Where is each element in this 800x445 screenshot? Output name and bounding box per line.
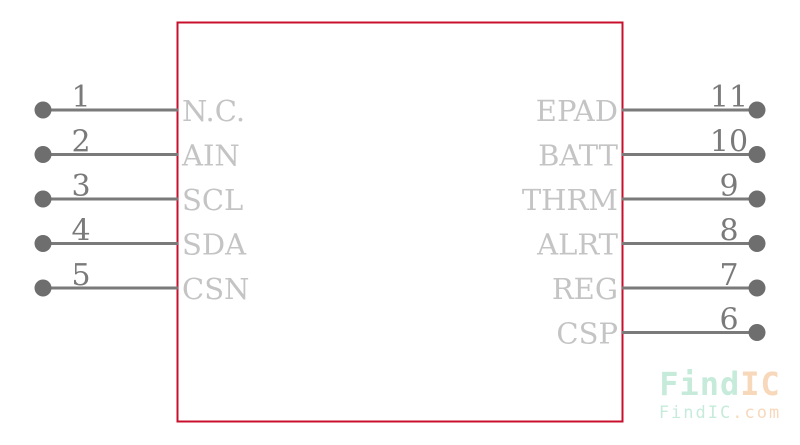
pin-11-number: 11: [710, 80, 748, 115]
pin-10-terminal: [748, 146, 766, 163]
pin-8-number: 8: [719, 214, 738, 249]
pin-10-number: 10: [710, 125, 748, 160]
pin-9-terminal: [748, 190, 766, 208]
pin-6-number: 6: [719, 303, 738, 338]
watermark-url-name: FindIC: [658, 403, 733, 423]
pin-5-number: 5: [71, 258, 90, 293]
pin-11-label: EPAD: [536, 94, 618, 128]
pin-2-number: 2: [71, 125, 90, 160]
pin-6-terminal: [748, 324, 766, 341]
pin-9-number: 9: [719, 169, 738, 204]
watermark-brand-find: Find: [659, 365, 741, 403]
pin-11-terminal: [748, 101, 766, 119]
pin-1-label: N.C.: [182, 94, 245, 128]
pin-8-terminal: [748, 235, 766, 252]
pin-9-label: THRM: [522, 183, 618, 217]
pin-4-label: SDA: [182, 228, 247, 262]
pin-1-number: 1: [71, 80, 90, 115]
pin-2-terminal: [34, 146, 52, 163]
pin-6-label: CSP: [556, 317, 618, 351]
pin-3-terminal: [34, 190, 52, 208]
pin-4-terminal: [34, 235, 52, 252]
pin-4-number: 4: [71, 214, 90, 249]
pin-2-label: AIN: [181, 139, 240, 173]
pin-10-label: BATT: [538, 139, 619, 173]
watermark-brand: FindIC: [655, 366, 785, 402]
watermark-brand-ic: IC: [740, 365, 781, 403]
pin-3-number: 3: [71, 169, 90, 204]
watermark-url: FindIC.com: [655, 402, 785, 424]
findic-watermark: FindIC FindIC.com: [655, 366, 785, 436]
pin-5-terminal: [34, 279, 52, 297]
pin-5-label: CSN: [182, 272, 249, 306]
watermark-url-domain: .com: [732, 403, 782, 423]
pin-7-number: 7: [719, 258, 738, 293]
left-pin-group: 1 N.C. 2 AIN 3 SCL 4 SDA 5 CSN: [34, 80, 249, 306]
right-pin-group: 11 EPAD 10 BATT 9 THRM 8 ALRT 7 REG 6 CSP: [522, 80, 766, 351]
pin-8-label: ALRT: [536, 228, 619, 262]
pin-1-terminal: [34, 101, 52, 119]
pin-3-label: SCL: [182, 183, 243, 217]
pin-7-terminal: [748, 279, 766, 297]
pin-7-label: REG: [552, 272, 618, 306]
ic-body-outline: [176, 21, 624, 423]
